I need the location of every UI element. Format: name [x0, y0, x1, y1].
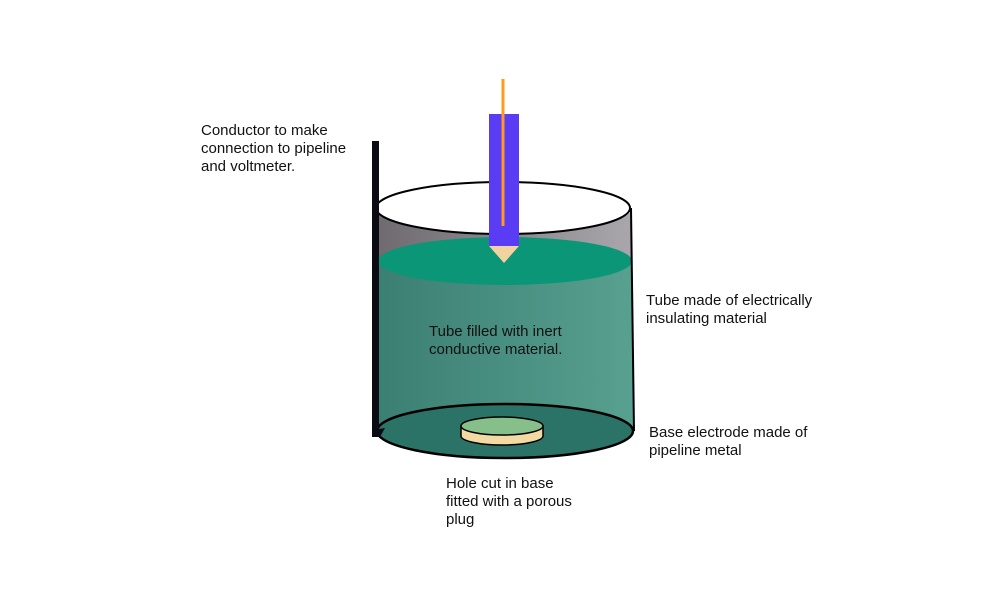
- tube-right-wall: [630, 207, 635, 432]
- porous-plug-top: [460, 416, 544, 436]
- label-conductor: Conductor to make connection to pipeline…: [201, 122, 347, 175]
- label-base-electrode: Base electrode made of pipeline metal: [649, 424, 808, 459]
- conductor-rod: [372, 141, 379, 436]
- electrode-tip: [489, 246, 519, 263]
- label-insulating-tube: Tube made of electrically insulating mat…: [646, 292, 813, 327]
- label-porous-plug: Hole cut in base fitted with a porous pl…: [446, 475, 572, 528]
- label-inert-fill: Tube filled with inert conductive materi…: [429, 323, 563, 358]
- conductor-rod-foot: [372, 428, 385, 437]
